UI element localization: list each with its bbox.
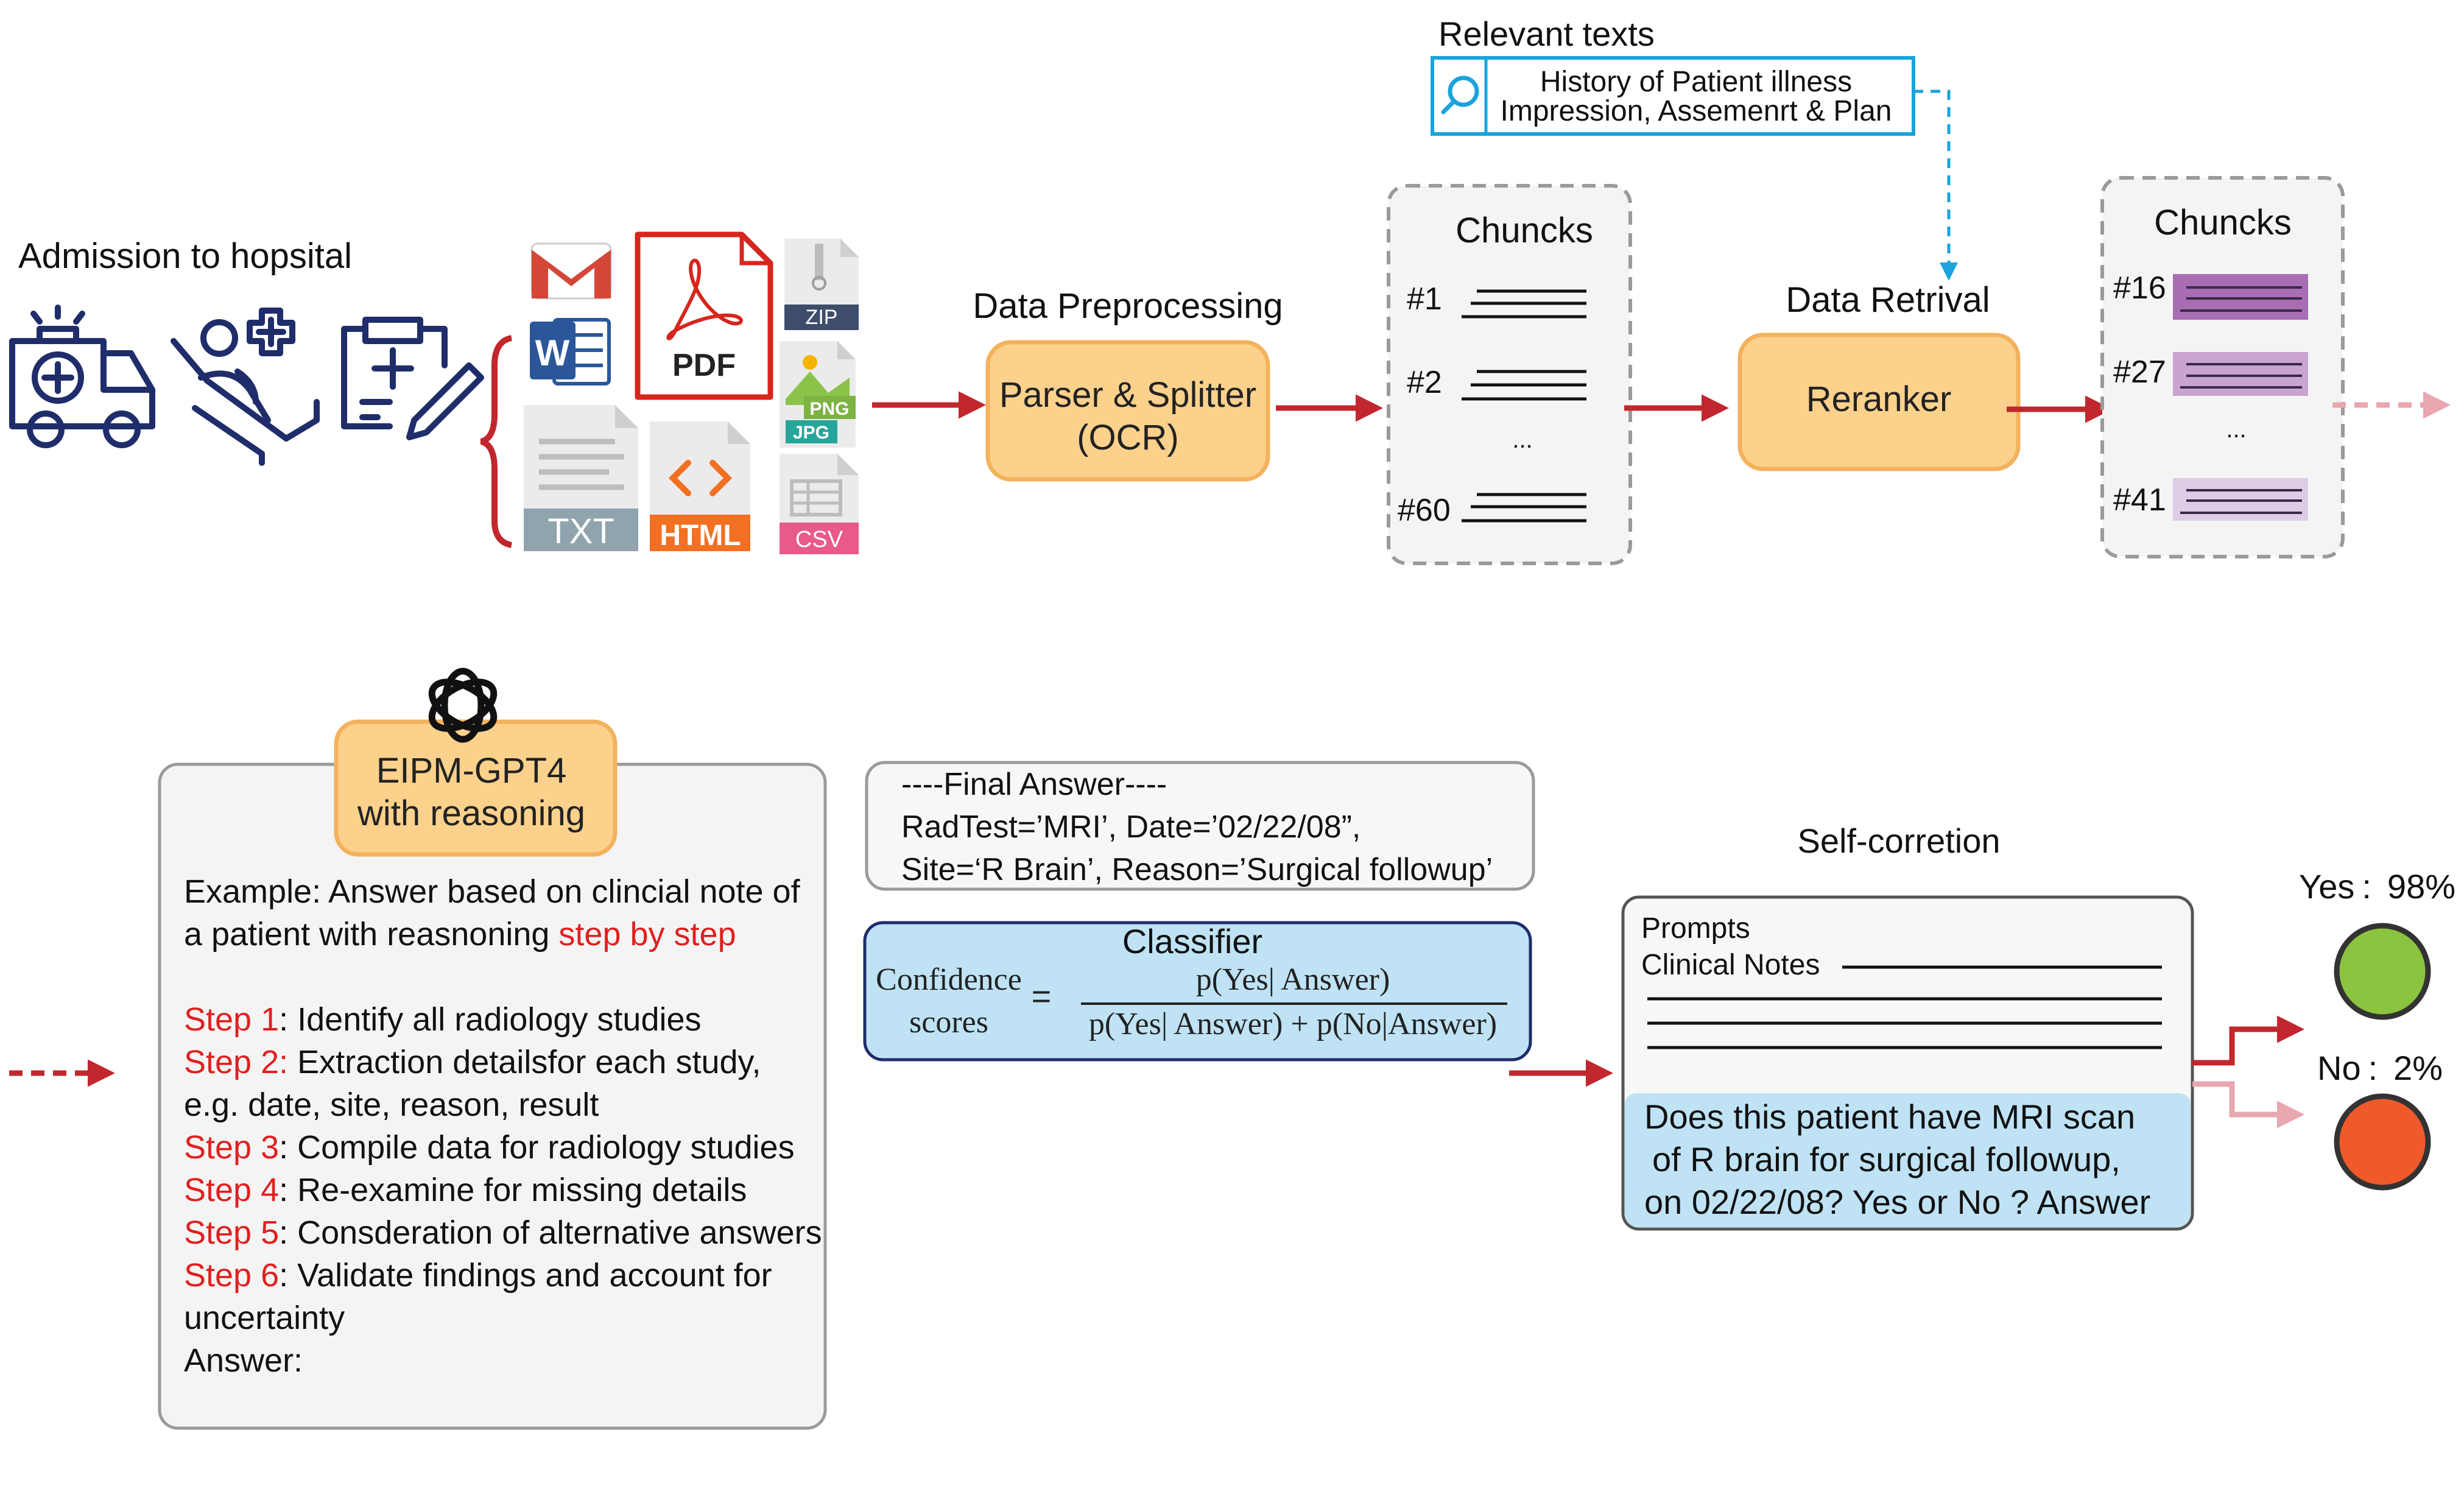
- yes-indicator: [2334, 923, 2431, 1020]
- parser-line1: Parser & Splitter: [999, 375, 1256, 415]
- arrow-to-no: [2192, 1081, 2304, 1129]
- chunk-label-16: #16: [2113, 270, 2166, 306]
- prompts-label: Prompts: [1641, 912, 1750, 945]
- reasoning-step: Step 3: Compile data for radiology studi…: [184, 1129, 795, 1166]
- chunk-lines-1: [1462, 289, 1586, 319]
- arrow-relevant-to-reranker: [1913, 90, 1958, 281]
- hospital-bed-icon: [171, 308, 320, 466]
- confidence-label1: Confidence: [876, 962, 1022, 997]
- reasoning-step: uncertainty: [184, 1300, 345, 1336]
- question-line2: of R brain for surgical followup,: [1652, 1140, 2121, 1178]
- image-icon: PNG JPG: [780, 341, 856, 448]
- word-letter: W: [535, 333, 570, 373]
- html-label: HTML: [660, 520, 741, 552]
- csv-label: CSV: [795, 527, 843, 552]
- reasoning-step: Answer:: [184, 1342, 303, 1379]
- chunk-highlight-27: [2173, 352, 2308, 396]
- html-icon: HTML: [650, 421, 750, 552]
- classifier-title: Classifier: [1122, 922, 1262, 960]
- parser-line2: (OCR): [1077, 418, 1179, 457]
- relevant-texts-box: [1431, 56, 1915, 136]
- final-answer-line3: Site=‘R Brain’, Reason=’Surgical followu…: [901, 852, 1493, 887]
- example-line2: a patient with reasnoning step by step: [184, 916, 736, 953]
- final-answer-line1: ----Final Answer----: [901, 767, 1167, 802]
- parser-splitter-box: [985, 340, 1270, 482]
- formula-denominator: p(Yes| Answer) + p(No|Answer): [1089, 1007, 1497, 1041]
- no-indicator: [2334, 1093, 2431, 1191]
- chunk-label-41: #41: [2113, 482, 2166, 518]
- question-line1: Does this patient have MRI scan: [1644, 1097, 2135, 1136]
- reranker-box: [1737, 333, 2021, 471]
- reasoning-step: Step 4: Re-examine for missing details: [184, 1172, 747, 1208]
- gpt-title2: with reasoning: [357, 794, 585, 833]
- reranker-label: Reranker: [1806, 379, 1952, 419]
- reasoning-step: Step 2: Extraction detailsfor each study…: [184, 1044, 761, 1080]
- clipboard-icon: [341, 317, 484, 440]
- pdf-label: PDF: [672, 348, 736, 383]
- chunk-ellipsis-1: ...: [1512, 426, 1532, 453]
- csv-icon: CSV: [780, 454, 859, 554]
- question-line3: on 02/22/08? Yes or No ? Answer: [1644, 1183, 2150, 1221]
- confidence-label2: scores: [909, 1005, 988, 1040]
- relevant-title: Relevant texts: [1438, 15, 1655, 53]
- chunks-box-1: [1387, 184, 1632, 565]
- arrow-to-yes: [2192, 1015, 2304, 1066]
- final-answer-box: [865, 761, 1535, 891]
- final-answer-line2: RadTest=’MRI’, Date=’02/22/08”,: [901, 809, 1360, 845]
- search-icon: [1441, 76, 1479, 114]
- chunks1-title: Chuncks: [1456, 211, 1593, 250]
- chunks2-title: Chuncks: [2154, 203, 2292, 242]
- clinical-note-lines: [1647, 965, 2162, 1049]
- example-line1: Example: Answer based on clincial note o…: [184, 873, 801, 910]
- jpg-label: JPG: [793, 423, 829, 443]
- txt-label: TXT: [547, 512, 614, 551]
- yes-result: Yes:98%: [2299, 867, 2455, 906]
- chunk-ellipsis-2: ...: [2226, 416, 2246, 443]
- chunk-label-27: #27: [2113, 354, 2166, 390]
- gmail-icon: [530, 242, 612, 300]
- self-correction-title: Self-corretion: [1797, 822, 2000, 860]
- admission-label: Admission to hopsital: [18, 236, 352, 276]
- ambulance-icon: [9, 305, 155, 448]
- chunk-label-60: #60: [1398, 493, 1451, 528]
- relevant-line1: History of Patient illness: [1540, 66, 1852, 98]
- chunk-lines-2: [1462, 370, 1586, 401]
- relevant-line2: Impression, Assemenrt & Plan: [1501, 95, 1892, 127]
- reasoning-step: e.g. date, site, reason, result: [184, 1087, 599, 1123]
- formula-numerator: p(Yes| Answer): [1196, 962, 1390, 997]
- zip-icon: ZIP: [784, 239, 859, 330]
- png-label: PNG: [809, 399, 849, 419]
- chunk-highlight-16: [2173, 274, 2308, 320]
- chunk-label-2: #2: [1407, 365, 1442, 400]
- reasoning-step: Step 1: Identify all radiology studies: [184, 1001, 702, 1038]
- pdf-icon: PDF: [635, 231, 773, 400]
- chunk-lines-60: [1462, 493, 1586, 523]
- zip-label: ZIP: [806, 306, 838, 329]
- preprocessing-title: Data Preprocessing: [973, 286, 1283, 326]
- openai-icon: [428, 667, 498, 743]
- reasoning-step: Step 5: Consderation of alternative answ…: [184, 1214, 822, 1251]
- question-box: [1625, 1093, 2191, 1227]
- file-brace: [480, 335, 513, 548]
- txt-icon: TXT: [524, 405, 638, 551]
- reasoning-step: Step 6: Validate findings and account fo…: [184, 1257, 772, 1294]
- reasoning-steps: Step 1: Identify all radiology studiesSt…: [184, 1001, 822, 1379]
- no-result: No:2%: [2317, 1049, 2443, 1087]
- classifier-box: [863, 921, 1532, 1062]
- retrieval-title: Data Retrival: [1786, 280, 1990, 320]
- clinical-notes-label: Clinical Notes: [1641, 949, 1820, 981]
- gpt-title1: EIPM-GPT4: [376, 751, 567, 791]
- chunk-label-1: #1: [1407, 281, 1442, 317]
- word-icon: W: [530, 318, 611, 386]
- equals-sign: =: [1032, 977, 1052, 1015]
